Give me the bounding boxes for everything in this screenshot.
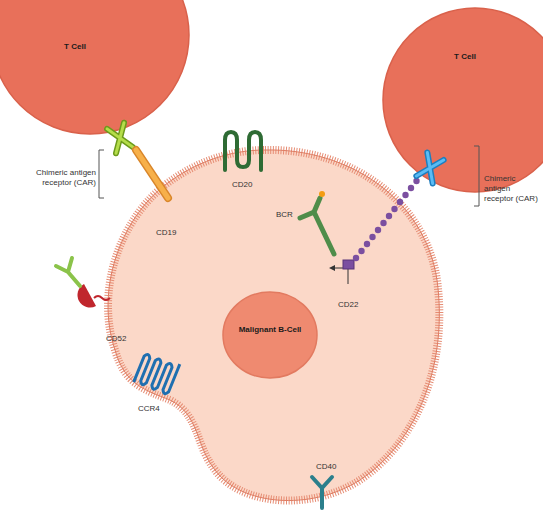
node-title: T Cell (45, 42, 105, 52)
node-shape (0, 0, 189, 134)
cell-nucleus: Malignant B-Cell (222, 291, 318, 379)
cell-membrane-hatch (108, 150, 439, 501)
cd19-receptor-fill (136, 150, 168, 198)
antibody (56, 258, 80, 286)
cd22-receptor (353, 178, 420, 261)
cd20-receptor (225, 132, 261, 170)
cd22-base (343, 260, 354, 269)
car-bracket (99, 150, 104, 198)
callout-text: Chimeric antigen receptor (CAR) (8, 168, 96, 188)
t-cell: T Cell (382, 7, 543, 193)
node-outline (222, 291, 318, 379)
cd19-receptor (136, 150, 168, 198)
callout-text: Chimeric antigen receptor (CAR) (484, 174, 538, 204)
marker-label: CD22 (338, 300, 378, 310)
node-shape (383, 8, 543, 192)
t-cell: T Cell (0, 0, 190, 135)
cd52-receptor (77, 284, 96, 308)
node-outline (382, 7, 543, 193)
cd40-receptor (312, 477, 332, 508)
node-title: T Cell (435, 52, 495, 62)
cell-membrane-outline (108, 150, 439, 501)
cell-body (108, 150, 439, 501)
node-shape (223, 292, 317, 378)
bcr-receptor (300, 198, 334, 254)
marker-label: CD19 (156, 228, 196, 238)
marker-label: CD20 (232, 180, 272, 190)
node-title: Malignant B-Cell (234, 325, 306, 335)
node-outline (0, 0, 190, 135)
marker-label: CD52 (106, 334, 146, 344)
marker-label: CCR4 (138, 404, 178, 414)
cd52-tail (94, 296, 110, 300)
ccr4-receptor (134, 351, 180, 396)
arrow-head (329, 265, 335, 271)
bcr-antigen (319, 191, 325, 197)
bcr-cd22-link (334, 268, 348, 284)
marker-label: CD40 (316, 462, 356, 472)
marker-label: BCR (276, 210, 316, 220)
